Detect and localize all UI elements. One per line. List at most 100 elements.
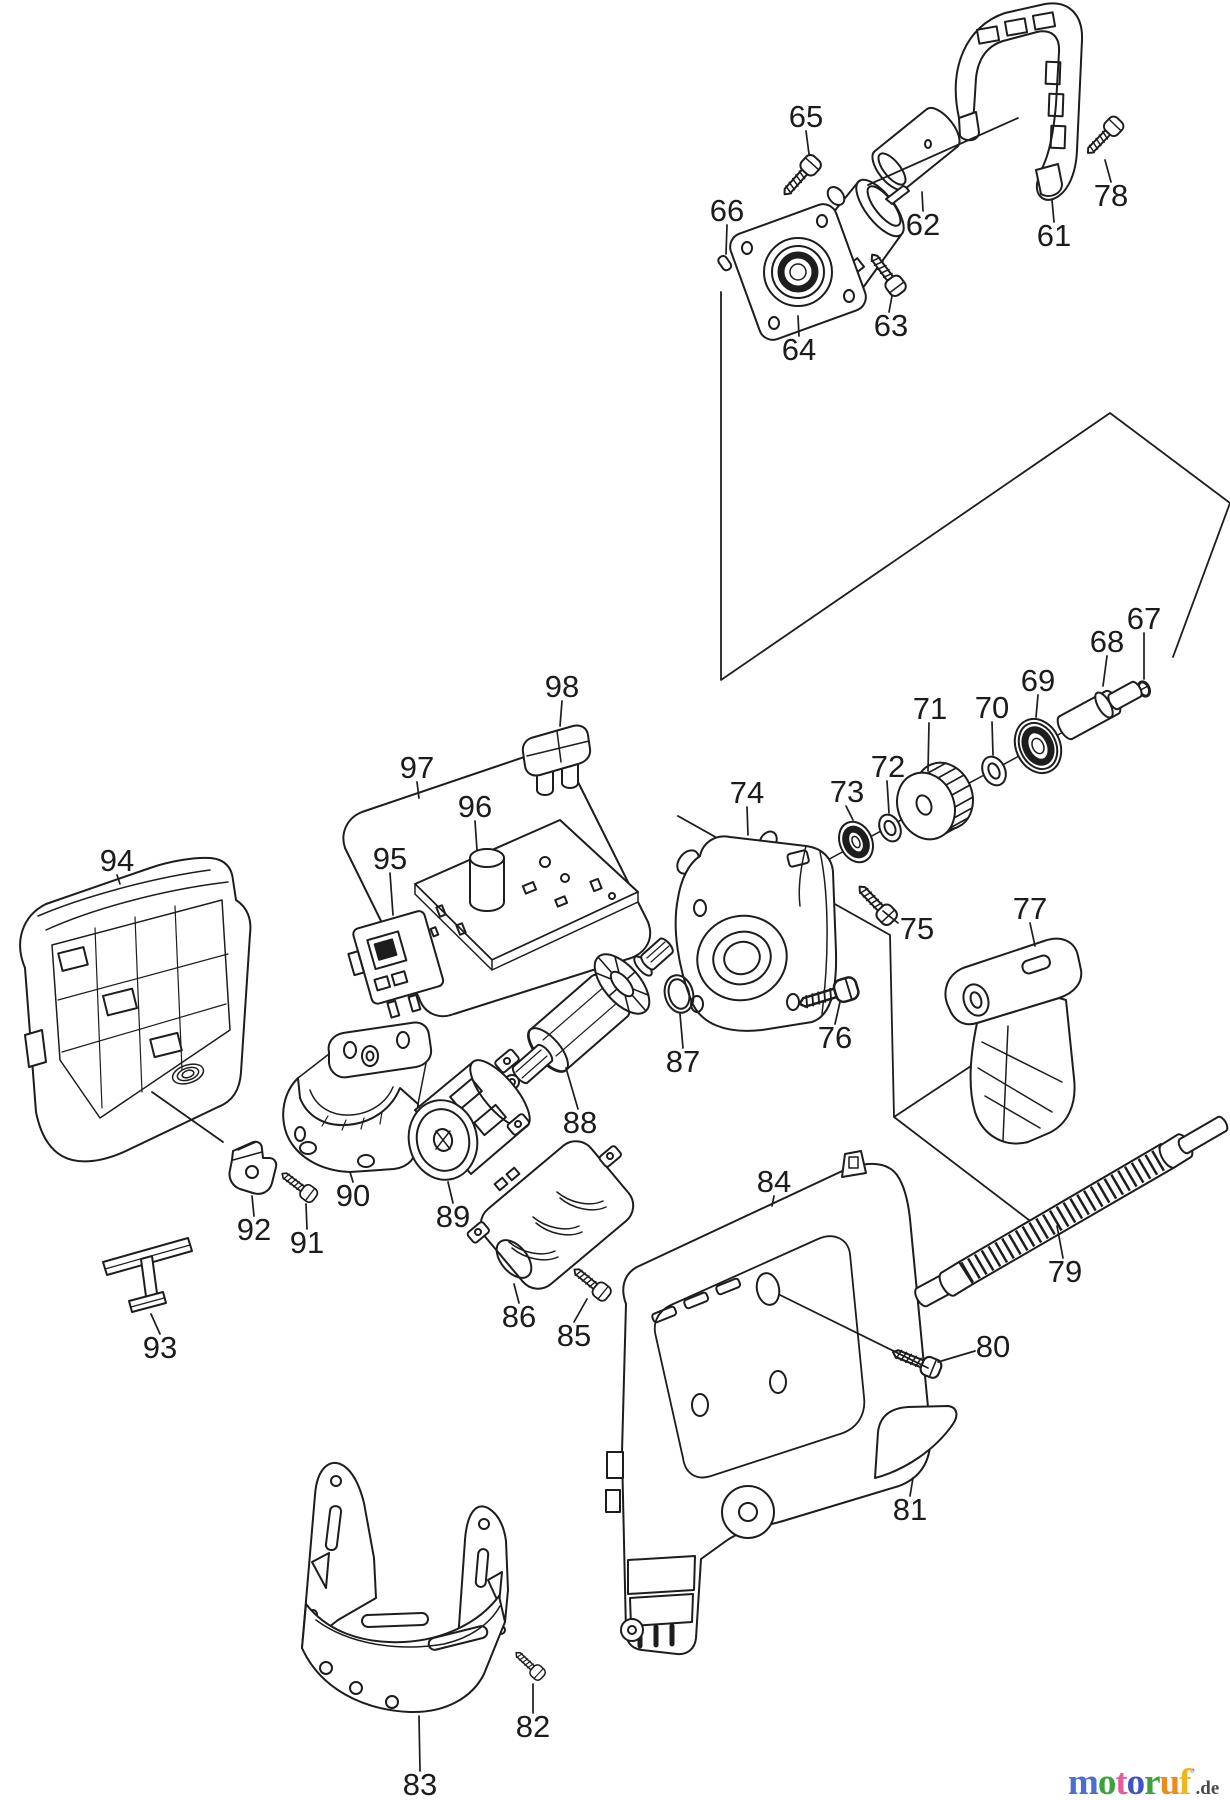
watermark-letters: motoruf: [1068, 1762, 1192, 1800]
leader-line-77: [1029, 922, 1036, 947]
part-label-89: 89: [435, 1199, 471, 1234]
leader-line-76: [834, 1001, 841, 1025]
leader-line-96: [474, 820, 478, 851]
leader-line-87: [679, 1013, 684, 1049]
part-label-66: 66: [709, 193, 745, 228]
watermark-letter: o: [1097, 1762, 1116, 1800]
part-68-spindle: [1056, 680, 1143, 741]
part-77-handle-bracket: [944, 937, 1083, 1145]
part-label-77: 77: [1012, 891, 1048, 926]
leader-line-84: [771, 1195, 775, 1207]
part-82-screw: [510, 1646, 548, 1683]
leader-line-68: [1102, 655, 1108, 687]
leader-line-79: [1056, 1225, 1064, 1259]
part-75-screw: [852, 879, 901, 929]
leader-line-94: [116, 874, 121, 885]
part-label-68: 68: [1089, 624, 1125, 659]
handle-cutout: [1003, 17, 1029, 37]
leader-line-69: [1035, 694, 1039, 718]
pointer-line-sleeve-to-handle: [867, 117, 1019, 186]
part-74-bearing-housing: [674, 830, 838, 1032]
part-label-87: 87: [665, 1044, 701, 1079]
part-label-96: 96: [457, 789, 493, 824]
leader-line-98: [559, 700, 563, 727]
leader-line-65: [805, 130, 810, 155]
part-label-62: 62: [905, 207, 941, 242]
part-label-81: 81: [892, 1492, 928, 1527]
part-label-63: 63: [873, 308, 909, 343]
part-96-controller-pcb: [414, 819, 639, 971]
pointer-line-housing-to-clip: [151, 1091, 224, 1143]
part-label-69: 69: [1020, 663, 1056, 698]
part-72-washer: [878, 813, 902, 843]
leader-line-92: [251, 1195, 255, 1217]
leader-line-61: [1051, 199, 1055, 223]
part-65-screw: [776, 151, 825, 202]
leader-line-93: [150, 1313, 161, 1335]
part-label-86: 86: [501, 1299, 537, 1334]
leader-line-95: [389, 872, 394, 916]
part-83-base-bracket: [301, 1461, 509, 1714]
part-label-82: 82: [515, 1709, 551, 1744]
leader-line-80: [937, 1350, 976, 1363]
part-label-93: 93: [142, 1330, 178, 1365]
leader-line-75: [882, 910, 899, 924]
part-64-motor-flange: [729, 178, 910, 341]
handle-cutout: [1031, 11, 1057, 31]
part-label-70: 70: [974, 690, 1010, 725]
assembly-pointer-lines: [151, 117, 1019, 1369]
part-71-gear: [896, 761, 974, 841]
watermark-suffix: .de: [1195, 1778, 1220, 1799]
watermark-tick: ’: [1190, 1766, 1196, 1782]
part-85-screw: [568, 1262, 614, 1304]
part-label-72: 72: [870, 749, 906, 784]
part-label-64: 64: [781, 332, 817, 367]
part-label-83: 83: [402, 1767, 438, 1800]
part-61-handle-frame: [954, 2, 1084, 201]
part-label-84: 84: [756, 1164, 792, 1199]
watermark-letter: o: [1126, 1762, 1145, 1800]
watermark-letter: r: [1144, 1762, 1160, 1800]
leader-line-64: [797, 315, 800, 337]
part-label-61: 61: [1036, 218, 1072, 253]
part-73-seal: [837, 820, 875, 864]
leader-line-62: [921, 191, 924, 212]
leader-line-81: [909, 1477, 914, 1497]
part-label-74: 74: [729, 775, 765, 810]
leader-line-83: [418, 1715, 421, 1772]
part-label-73: 73: [829, 774, 865, 809]
part-label-65: 65: [788, 99, 824, 134]
leader-line-97: [416, 781, 420, 799]
part-label-88: 88: [562, 1105, 598, 1140]
part-label-91: 91: [289, 1225, 325, 1260]
watermark-letter: f: [1179, 1762, 1191, 1800]
leader-line-66: [725, 224, 728, 255]
handle-cutout: [1049, 124, 1067, 150]
part-label-71: 71: [912, 691, 948, 726]
part-label-67: 67: [1126, 601, 1162, 636]
leader-line-89: [447, 1181, 454, 1204]
part-87-o-ring: [663, 974, 695, 1014]
leader-line-63: [888, 295, 893, 313]
handle-cutout: [1044, 60, 1062, 86]
part-91-screw: [276, 1166, 321, 1206]
leader-line-73: [845, 805, 854, 821]
leader-line-90: [349, 1171, 354, 1183]
part-95-switch: [347, 910, 445, 1019]
part-label-80: 80: [975, 1329, 1011, 1364]
part-label-75: 75: [899, 911, 935, 946]
part-86-field-stator: [466, 1140, 635, 1290]
leader-lines-layer: [116, 130, 1145, 1772]
part-94-housing-left: [19, 856, 252, 1163]
motoruf-watermark: motoruf’.de: [1068, 1752, 1228, 1800]
part-70-washer: [981, 755, 1007, 787]
leader-line-86: [513, 1283, 520, 1304]
part-79-flexible-shaft: [914, 1115, 1229, 1308]
part-label-79: 79: [1047, 1254, 1083, 1289]
part-label-78: 78: [1093, 178, 1129, 213]
part-label-76: 76: [817, 1020, 853, 1055]
part-90-bearing-cradle: [282, 1021, 433, 1173]
part-label-97: 97: [399, 750, 435, 785]
